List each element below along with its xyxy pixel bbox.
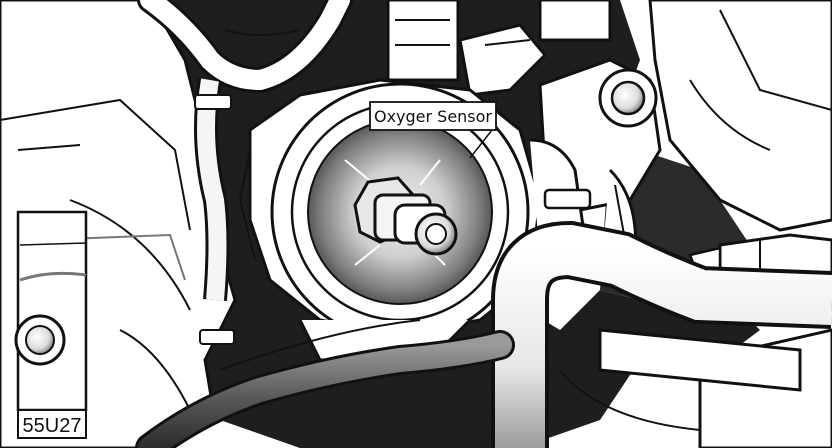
figure-number-box: 55U27 [17,409,87,439]
callout-label: Oxyger Sensor [374,107,492,126]
callout-box [369,101,497,131]
callout-oxygen-sensor: Oxyger Sensor [369,101,497,159]
figure-number: 55U27 [23,415,82,437]
callout-leader-line [469,129,493,159]
coolant-pipe [491,220,832,448]
top-tubes [386,0,612,97]
upper-cables [137,0,353,345]
inset-detail-panel [14,210,88,412]
oxygen-sensor [353,176,458,256]
lower-hose [135,319,515,448]
